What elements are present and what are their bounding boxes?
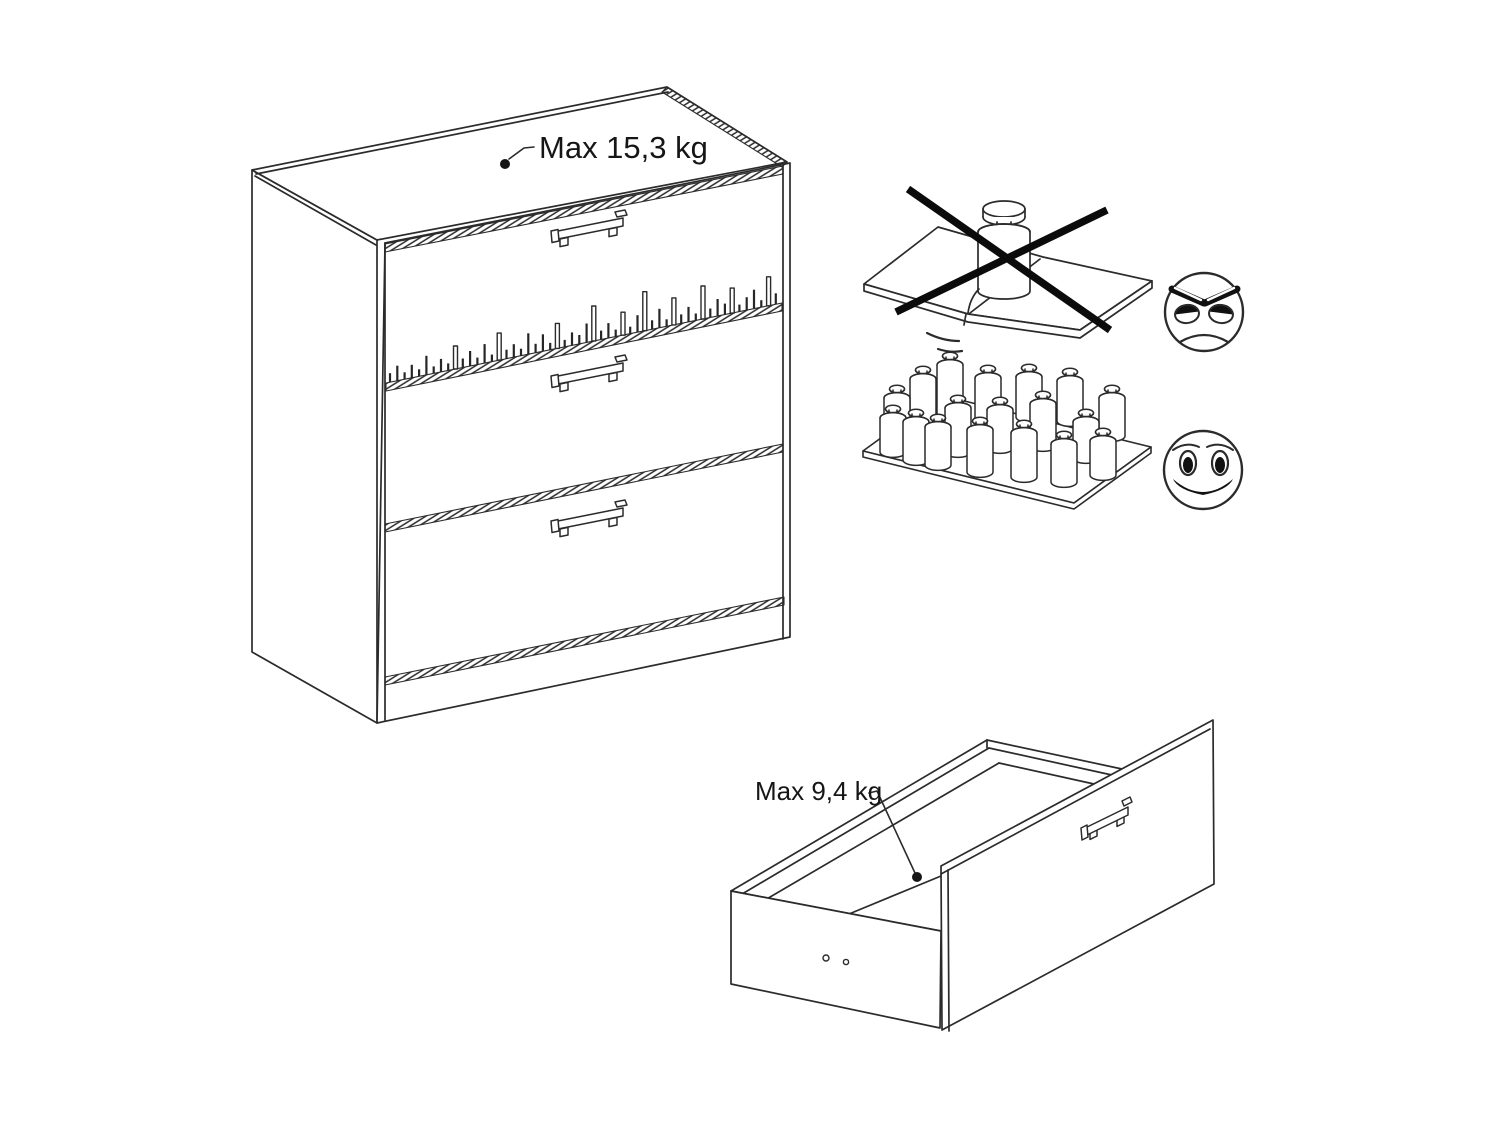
decorative-tick-pattern	[388, 276, 777, 383]
max-load-drawer-text: Max 9,4 kg	[755, 776, 882, 806]
leader-dot	[912, 872, 922, 882]
drawer-figure: Max 9,4 kg	[730, 719, 1215, 1032]
dresser-figure: Max 15,3 kg	[251, 86, 791, 724]
angry-face-icon	[1163, 271, 1245, 353]
max-load-top-text: Max 15,3 kg	[539, 130, 708, 165]
leader-dot	[500, 159, 510, 169]
drawer-front-panel	[940, 719, 1215, 1031]
correct-load-figure	[862, 351, 1152, 510]
smiley-face-icon	[1162, 429, 1244, 511]
incorrect-load-figure	[863, 185, 1153, 353]
drawer-side-panel	[730, 890, 942, 1029]
small-weights-group	[879, 351, 1126, 489]
prohibition-cross-icon	[894, 185, 1113, 334]
dresser-front-face	[376, 162, 791, 724]
plinth-edge-hatch	[384, 596, 785, 686]
drawer-handle-icon	[1080, 796, 1133, 841]
dresser-side-panel	[251, 169, 378, 724]
max-load-top-label: Max 15,3 kg	[500, 130, 708, 169]
drawer-gap-hatch-2	[384, 443, 784, 533]
top-front-edge-hatch	[384, 165, 784, 253]
max-load-drawer-label: Max 9,4 kg	[755, 776, 922, 882]
drawer-gap-hatch-1	[385, 302, 783, 392]
